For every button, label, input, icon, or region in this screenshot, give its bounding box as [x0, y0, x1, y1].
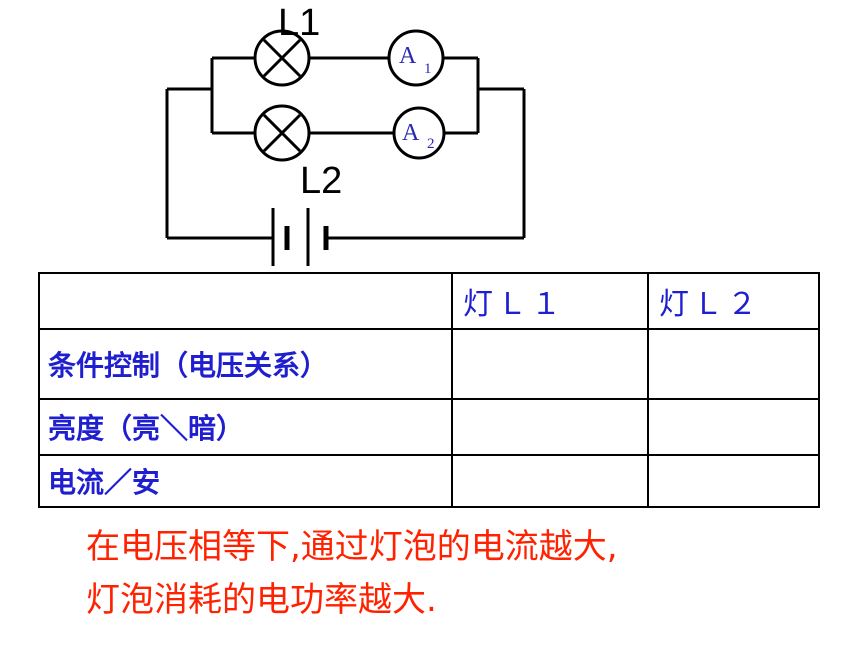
table-row: 亮度（亮＼暗）	[38, 398, 820, 456]
conclusion-line-2: 灯泡消耗的电功率越大.	[86, 580, 437, 620]
cell-condition-l2	[647, 328, 820, 400]
battery-icon	[271, 208, 329, 266]
row-label-brightness: 亮度（亮＼暗）	[38, 398, 453, 456]
table-row: 电流／安	[38, 454, 820, 508]
table-header-blank	[38, 272, 453, 330]
table-header-row: 灯Ｌ１ 灯Ｌ２	[38, 272, 820, 330]
circuit-diagram: A 1 A 2 L1 L2	[165, 2, 526, 266]
lamp-l1-icon	[253, 29, 311, 87]
ammeter-a1-icon: A 1	[387, 29, 445, 87]
ammeter-a2-icon: A 2	[392, 106, 446, 160]
table-header-lamp-l2: 灯Ｌ２	[647, 272, 820, 330]
table-header-lamp-l1: 灯Ｌ１	[451, 272, 649, 330]
circuit-wires	[165, 56, 526, 240]
cell-current-l2	[647, 454, 820, 508]
cell-brightness-l1	[451, 398, 649, 456]
cell-current-l1	[451, 454, 649, 508]
conclusion-line-1: 在电压相等下,通过灯泡的电流越大,	[86, 527, 618, 567]
table-row: 条件控制（电压关系）	[38, 328, 820, 400]
row-label-current: 电流／安	[38, 454, 453, 508]
cell-condition-l1	[451, 328, 649, 400]
measurement-table: 灯Ｌ１ 灯Ｌ２ 条件控制（电压关系） 亮度（亮＼暗） 电流／安	[38, 272, 820, 508]
ammeter-a1-subscript: 1	[424, 61, 432, 77]
cell-brightness-l2	[647, 398, 820, 456]
lamp-l2-label: L2	[300, 160, 342, 202]
row-label-condition: 条件控制（电压关系）	[38, 328, 453, 400]
ammeter-a2-subscript: 2	[427, 136, 435, 152]
lamp-l2-icon	[253, 104, 311, 162]
ammeter-a2-letter: A	[402, 120, 420, 146]
ammeter-a1-letter: A	[399, 43, 417, 69]
lamp-l1-label: L1	[278, 2, 320, 44]
